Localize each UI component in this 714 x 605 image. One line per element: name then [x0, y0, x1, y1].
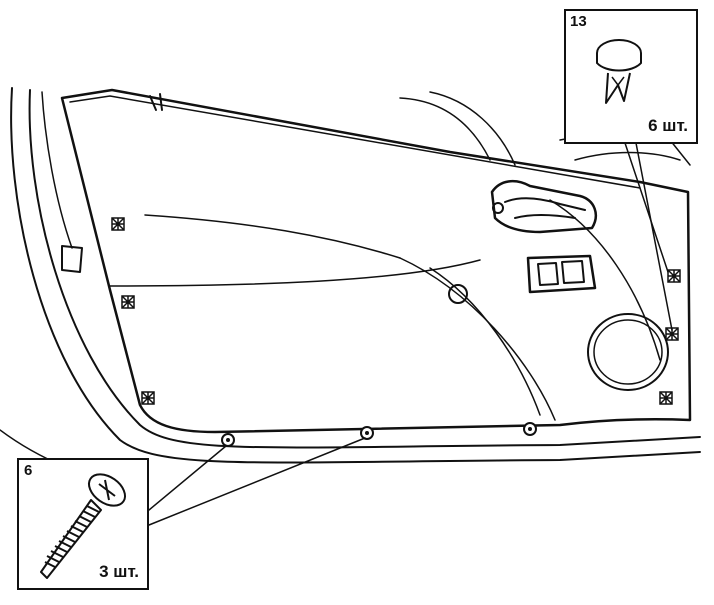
leader-lines [148, 142, 673, 526]
clip-markers [111, 217, 681, 405]
screw-markers [221, 422, 537, 447]
screw-callout: 6 3 шт. [17, 458, 149, 590]
screw-quantity: 3 шт. [99, 562, 139, 581]
screw-marker [221, 433, 235, 447]
clip-part-number: 13 [570, 13, 587, 30]
door-frame [0, 87, 701, 491]
screw-marker [360, 426, 374, 440]
clip-callout: 13 6 шт. [564, 9, 698, 144]
clip-marker [667, 269, 681, 283]
clip-marker [659, 391, 673, 405]
panel-plug [448, 284, 468, 304]
door-handle [490, 179, 597, 234]
speaker-grille [587, 313, 669, 391]
plastic-clip-icon [596, 39, 642, 104]
screw-icon [40, 473, 127, 579]
clip-marker [121, 295, 135, 309]
door-trim-panel [60, 88, 692, 434]
screw-marker [523, 422, 537, 436]
screw-part-number: 6 [24, 462, 33, 479]
clip-marker [111, 217, 125, 231]
clip-quantity: 6 шт. [648, 116, 688, 135]
window-switch-panel [526, 254, 597, 294]
clip-marker [141, 391, 155, 405]
